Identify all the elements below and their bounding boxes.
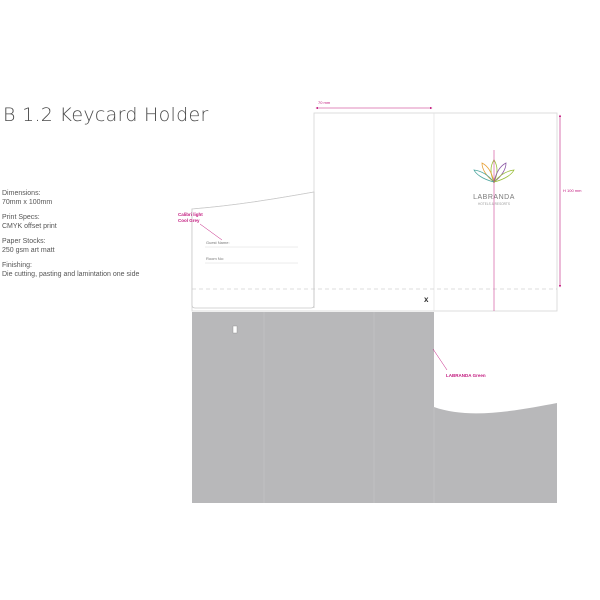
spec-value: 250 gsm art matt [2,246,55,254]
specs-list: Dimensions: 70mm x 100mm Print Specs: CM… [2,190,162,286]
color-annotation-label: LABRANDA Green [446,373,486,378]
back-panel-grey [192,312,557,503]
spec-label: Paper Stocks: [2,238,46,245]
font-annotation-leader [199,223,223,241]
spec-label: Finishing: [2,262,32,269]
card-pocket-outline [191,191,315,309]
color-annotation-leader [432,348,448,371]
spec-value: CMYK offset print [2,222,57,230]
width-dimension-label: 70 mm [318,100,331,105]
spec-paper: Paper Stocks: 250 gsm art matt [2,238,162,255]
spec-value: Die cutting, pasting and lamintation one… [2,270,140,278]
page-title: B 1.2 Keycard Holder [3,104,209,126]
spec-dimensions: Dimensions: 70mm x 100mm [2,190,162,207]
cut-mark: x [424,295,429,304]
font-annotation-line1: Calibri light [178,212,203,217]
font-annotation-line2: Cool Grey [178,218,200,223]
spec-label: Print Specs: [2,214,40,221]
spec-label: Dimensions: [2,190,41,197]
spec-finishing: Finishing: Die cutting, pasting and lami… [2,262,162,279]
spec-print: Print Specs: CMYK offset print [2,214,162,231]
registration-mark [232,325,238,334]
spec-value: 70mm x 100mm [2,198,53,206]
height-dimension-label: H 100 mm [563,188,582,193]
guest-name-label: Guest Name: [206,240,230,245]
room-no-label: Room No: [206,256,224,261]
